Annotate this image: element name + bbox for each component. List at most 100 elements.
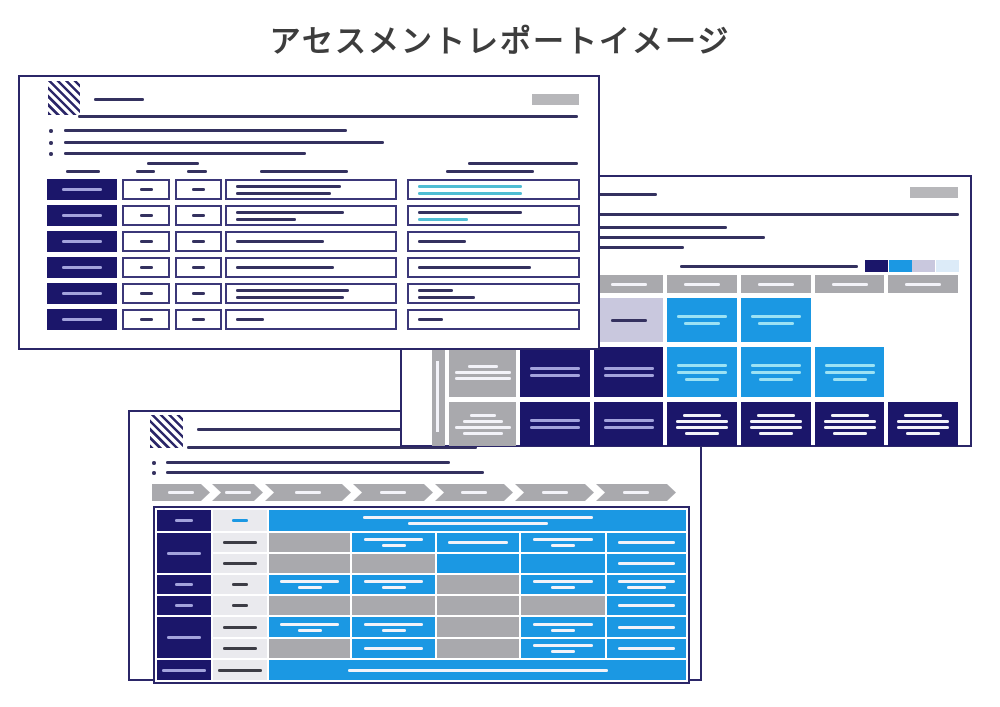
- placeholder-line: [139, 266, 153, 269]
- axis-bar-line: [436, 360, 439, 433]
- placeholder-line: [830, 413, 869, 417]
- table-row: [47, 205, 580, 226]
- matrix-cell-blue: [667, 347, 737, 397]
- value-cell: [122, 179, 170, 200]
- table-row: [47, 309, 580, 330]
- placeholder-line: [407, 522, 548, 525]
- placeholder-line: [676, 419, 728, 423]
- roadmap-cell-g: [521, 596, 605, 615]
- placeholder-line: [750, 425, 802, 429]
- placeholder-line: [418, 318, 443, 321]
- placeholder-line: [897, 419, 949, 423]
- placeholder-line: [362, 516, 593, 519]
- placeholder-line: [223, 625, 257, 629]
- placeholder-line: [297, 586, 322, 589]
- roadmap-cell-bld: [352, 575, 435, 594]
- matrix-cell-ghead: [815, 275, 884, 293]
- placeholder-line: [62, 188, 102, 191]
- placeholder-line: [623, 491, 649, 494]
- roadmap-cell-g: [437, 617, 519, 637]
- roadmap-cell-sub: [213, 660, 267, 680]
- placeholder-line: [167, 551, 201, 555]
- placeholder-line: [551, 628, 575, 632]
- placeholder-line: [280, 622, 339, 626]
- matrix-cell-glabel: [449, 347, 516, 397]
- placeholder-line: [232, 604, 248, 607]
- matrix-cell-navyd: [815, 402, 884, 446]
- roadmap-cell-bl: [607, 596, 686, 615]
- value-cell: [175, 231, 222, 252]
- placeholder-line: [467, 364, 498, 368]
- placeholder-line: [192, 214, 205, 217]
- placeholder-line: [897, 425, 949, 429]
- placeholder-line: [823, 425, 876, 429]
- placeholder-line: [418, 240, 466, 243]
- matrix-cell-ghead: [888, 275, 958, 293]
- value-cell: [175, 205, 222, 226]
- report-title-line: [94, 98, 144, 101]
- page-title: アセスメントレポートイメージ: [269, 24, 731, 59]
- matrix-cell-navyd: [741, 402, 811, 446]
- bullet-icon: [152, 461, 156, 465]
- process-arrow-segment: [515, 484, 594, 501]
- placeholder-line: [236, 266, 334, 269]
- report-title-line: [197, 428, 405, 431]
- placeholder-line: [297, 628, 322, 632]
- placeholder-line: [904, 413, 942, 417]
- bullet-icon: [49, 129, 53, 133]
- value-cell: [122, 205, 170, 226]
- roadmap-cell-g: [269, 596, 350, 615]
- placeholder-line: [175, 583, 193, 586]
- placeholder-line: [626, 586, 667, 589]
- bullet-icon: [152, 471, 156, 475]
- roadmap-cell-sub: [213, 596, 267, 615]
- placeholder-line: [677, 370, 727, 374]
- process-arrow-segment: [212, 484, 263, 501]
- roadmap-cell-bl: [607, 533, 686, 552]
- roadmap-cell-bld: [521, 639, 605, 658]
- roadmap-cell-bld: [521, 617, 605, 637]
- header-rule: [78, 115, 578, 118]
- placeholder-line: [551, 650, 575, 653]
- placeholder-line: [175, 604, 193, 607]
- roadmap-cell-bl: [607, 639, 686, 658]
- placeholder-line: [62, 214, 102, 217]
- matrix-cell-blue: [667, 298, 737, 342]
- placeholder-line: [685, 431, 719, 435]
- legend-chip-navy: [865, 260, 888, 272]
- roadmap-cell-nl: [157, 575, 211, 594]
- placeholder-line: [295, 491, 321, 494]
- column-header-line: [66, 170, 100, 173]
- placeholder-line: [381, 628, 406, 632]
- placeholder-line: [831, 282, 868, 286]
- roadmap-cell-bld: [521, 533, 605, 552]
- bullet-icon: [49, 152, 53, 156]
- matrix-cell-navy: [594, 402, 663, 446]
- placeholder-line: [448, 541, 508, 544]
- placeholder-line: [530, 374, 580, 377]
- placeholder-line: [454, 370, 511, 374]
- placeholder-line: [192, 318, 205, 321]
- placeholder-line: [232, 519, 248, 522]
- roadmap-cell-bl: [437, 533, 519, 552]
- matrix-cell-navy: [520, 347, 590, 397]
- placeholder-line: [64, 141, 384, 144]
- placeholder-line: [62, 266, 102, 269]
- roadmap-cell-span: [269, 660, 686, 680]
- roadmap-cell-nl: [157, 510, 211, 531]
- notes-cell: [407, 179, 580, 200]
- roadmap-cell-sub: [213, 617, 267, 637]
- placeholder-line: [223, 562, 257, 565]
- placeholder-line: [751, 370, 801, 374]
- roadmap-cell-bld: [352, 617, 435, 637]
- placeholder-line: [381, 586, 406, 589]
- column-header-line: [136, 170, 155, 173]
- page-number-badge: [532, 94, 579, 105]
- value-cell: [122, 283, 170, 304]
- matrix-cell-blue: [741, 298, 811, 342]
- placeholder-line: [139, 318, 153, 321]
- placeholder-line: [551, 544, 575, 547]
- row-header-cell: [47, 309, 117, 330]
- value-cell: [175, 309, 222, 330]
